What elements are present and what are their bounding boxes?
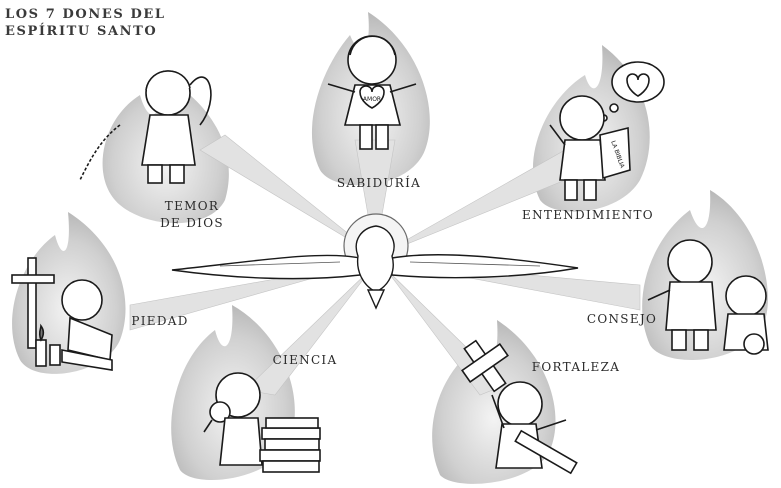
child-consejo-icon [647, 239, 769, 355]
child-ciencia-icon [203, 372, 321, 473]
child-entendimiento-icon [549, 61, 665, 201]
gift-label-entendimiento: ENTENDIMIENTO [522, 208, 654, 222]
gift-label-ciencia: CIENCIA [272, 353, 338, 367]
ray-temor [199, 134, 376, 256]
page-title-line1: LOS 7 DONES DEL [5, 7, 166, 22]
heart-text: AMOR [363, 96, 381, 103]
child-temor-icon [79, 70, 212, 184]
gift-label-sabiduria: SABIDURÍA [336, 176, 422, 190]
child-fortaleza-icon [461, 339, 578, 475]
child-sabiduria-icon [327, 35, 417, 150]
ray-sabiduria [354, 139, 396, 256]
gift-label-fortaleza: FORTALEZA [531, 360, 621, 374]
child-piedad-icon [11, 257, 113, 371]
gift-label-temor: TEMOR DE DIOS [142, 198, 242, 232]
gift-label-piedad: PIEDAD [131, 314, 189, 328]
gift-label-line: DE DIOS [160, 216, 224, 230]
page-title-line2: ESPÍRITU SANTO [5, 24, 158, 39]
dove-icon [171, 213, 579, 310]
gift-label-line: TEMOR [164, 199, 220, 213]
page-title: LOS 7 DONES DEL ESPÍRITU SANTO [5, 6, 166, 40]
gift-label-consejo: CONSEJO [586, 312, 658, 326]
